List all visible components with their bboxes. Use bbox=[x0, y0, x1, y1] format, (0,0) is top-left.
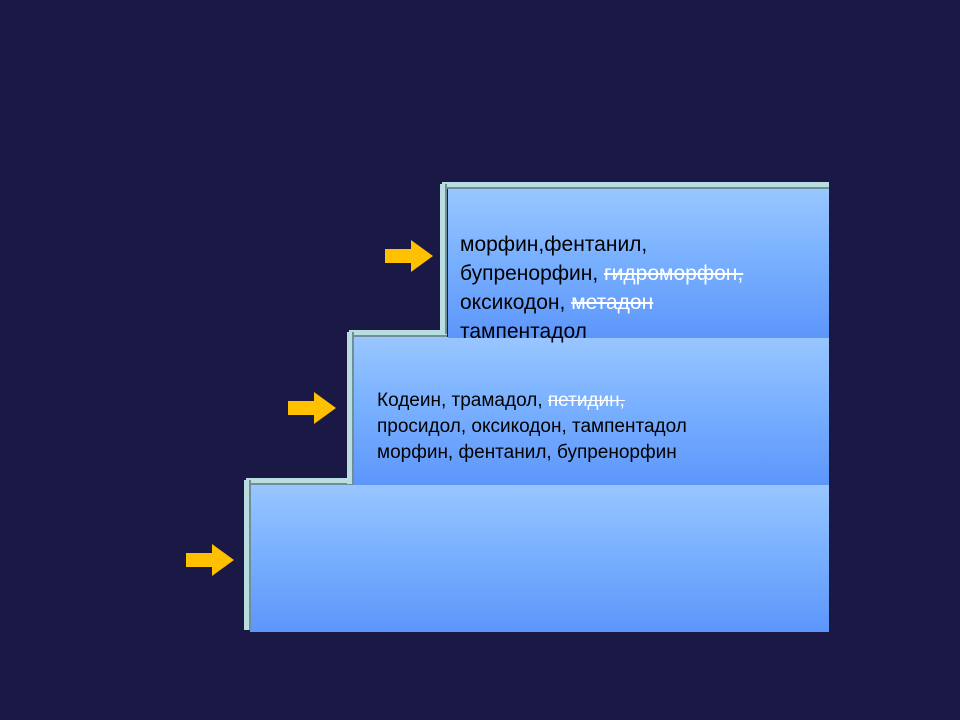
drug-name-text: просидол, оксикодон, тампентадол bbox=[377, 416, 687, 437]
step-1-top-ledge bbox=[246, 478, 354, 485]
step-3-block bbox=[448, 189, 829, 338]
step-1-side-ledge bbox=[244, 480, 251, 630]
step2-line: просидол, оксикодон, тампентадол bbox=[377, 414, 687, 440]
step-2-top-ledge bbox=[349, 330, 447, 337]
step-3-top-ledge bbox=[442, 182, 829, 189]
step-3-drug-list: морфин,фентанил, бупренорфин, гидроморфон… bbox=[460, 230, 743, 346]
step-3-side-ledge bbox=[440, 184, 447, 334]
step-2-side-ledge bbox=[347, 332, 354, 484]
drug-name-text: тампентадол bbox=[460, 320, 587, 343]
step3-line: бупренорфин, гидроморфон, bbox=[460, 259, 743, 288]
step3-line: тампентадол bbox=[460, 317, 743, 346]
right-arrow-icon bbox=[288, 392, 336, 424]
struck-drug-name: петидин, bbox=[547, 390, 625, 411]
drug-name-text: оксикодон, bbox=[460, 291, 572, 314]
step-1-block bbox=[250, 484, 829, 632]
drug-name-text: морфин, фентанил, бупренорфин bbox=[377, 442, 677, 463]
drug-name-text: бупренорфин, bbox=[460, 262, 605, 285]
step2-line: Кодеин, трамадол, петидин, bbox=[377, 388, 687, 414]
right-arrow-icon bbox=[186, 544, 234, 576]
drug-name-text: морфин,фентанил, bbox=[460, 233, 648, 256]
step-2-drug-list: Кодеин, трамадол, петидин,просидол, окси… bbox=[377, 388, 687, 466]
step-2-block bbox=[354, 337, 829, 485]
drug-name-text: Кодеин, трамадол, bbox=[377, 390, 548, 411]
struck-drug-name: гидроморфон, bbox=[604, 262, 744, 285]
struck-drug-name: метадон bbox=[571, 291, 654, 314]
step2-line: морфин, фентанил, бупренорфин bbox=[377, 440, 687, 466]
right-arrow-icon bbox=[385, 240, 433, 272]
step3-line: оксикодон, метадон bbox=[460, 288, 743, 317]
step3-line: морфин,фентанил, bbox=[460, 230, 743, 259]
